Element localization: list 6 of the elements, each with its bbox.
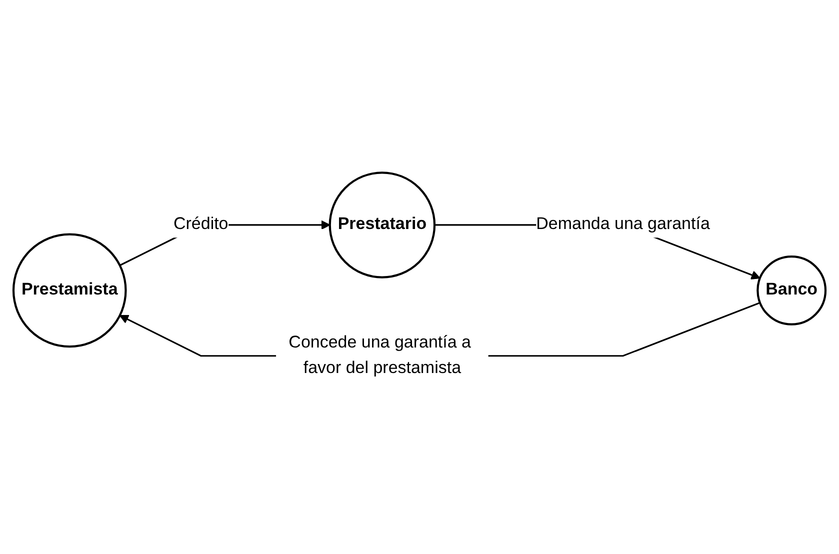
edge-label: Concede una garantía a favor del prestamista [288, 334, 471, 378]
node-circle: Banco [756, 255, 827, 326]
node-circle: Prestatario [328, 172, 436, 278]
node-circle: Prestamista [12, 233, 127, 348]
edge-label: Crédito [174, 215, 228, 234]
edge-label: Demanda una garantía [536, 215, 710, 234]
